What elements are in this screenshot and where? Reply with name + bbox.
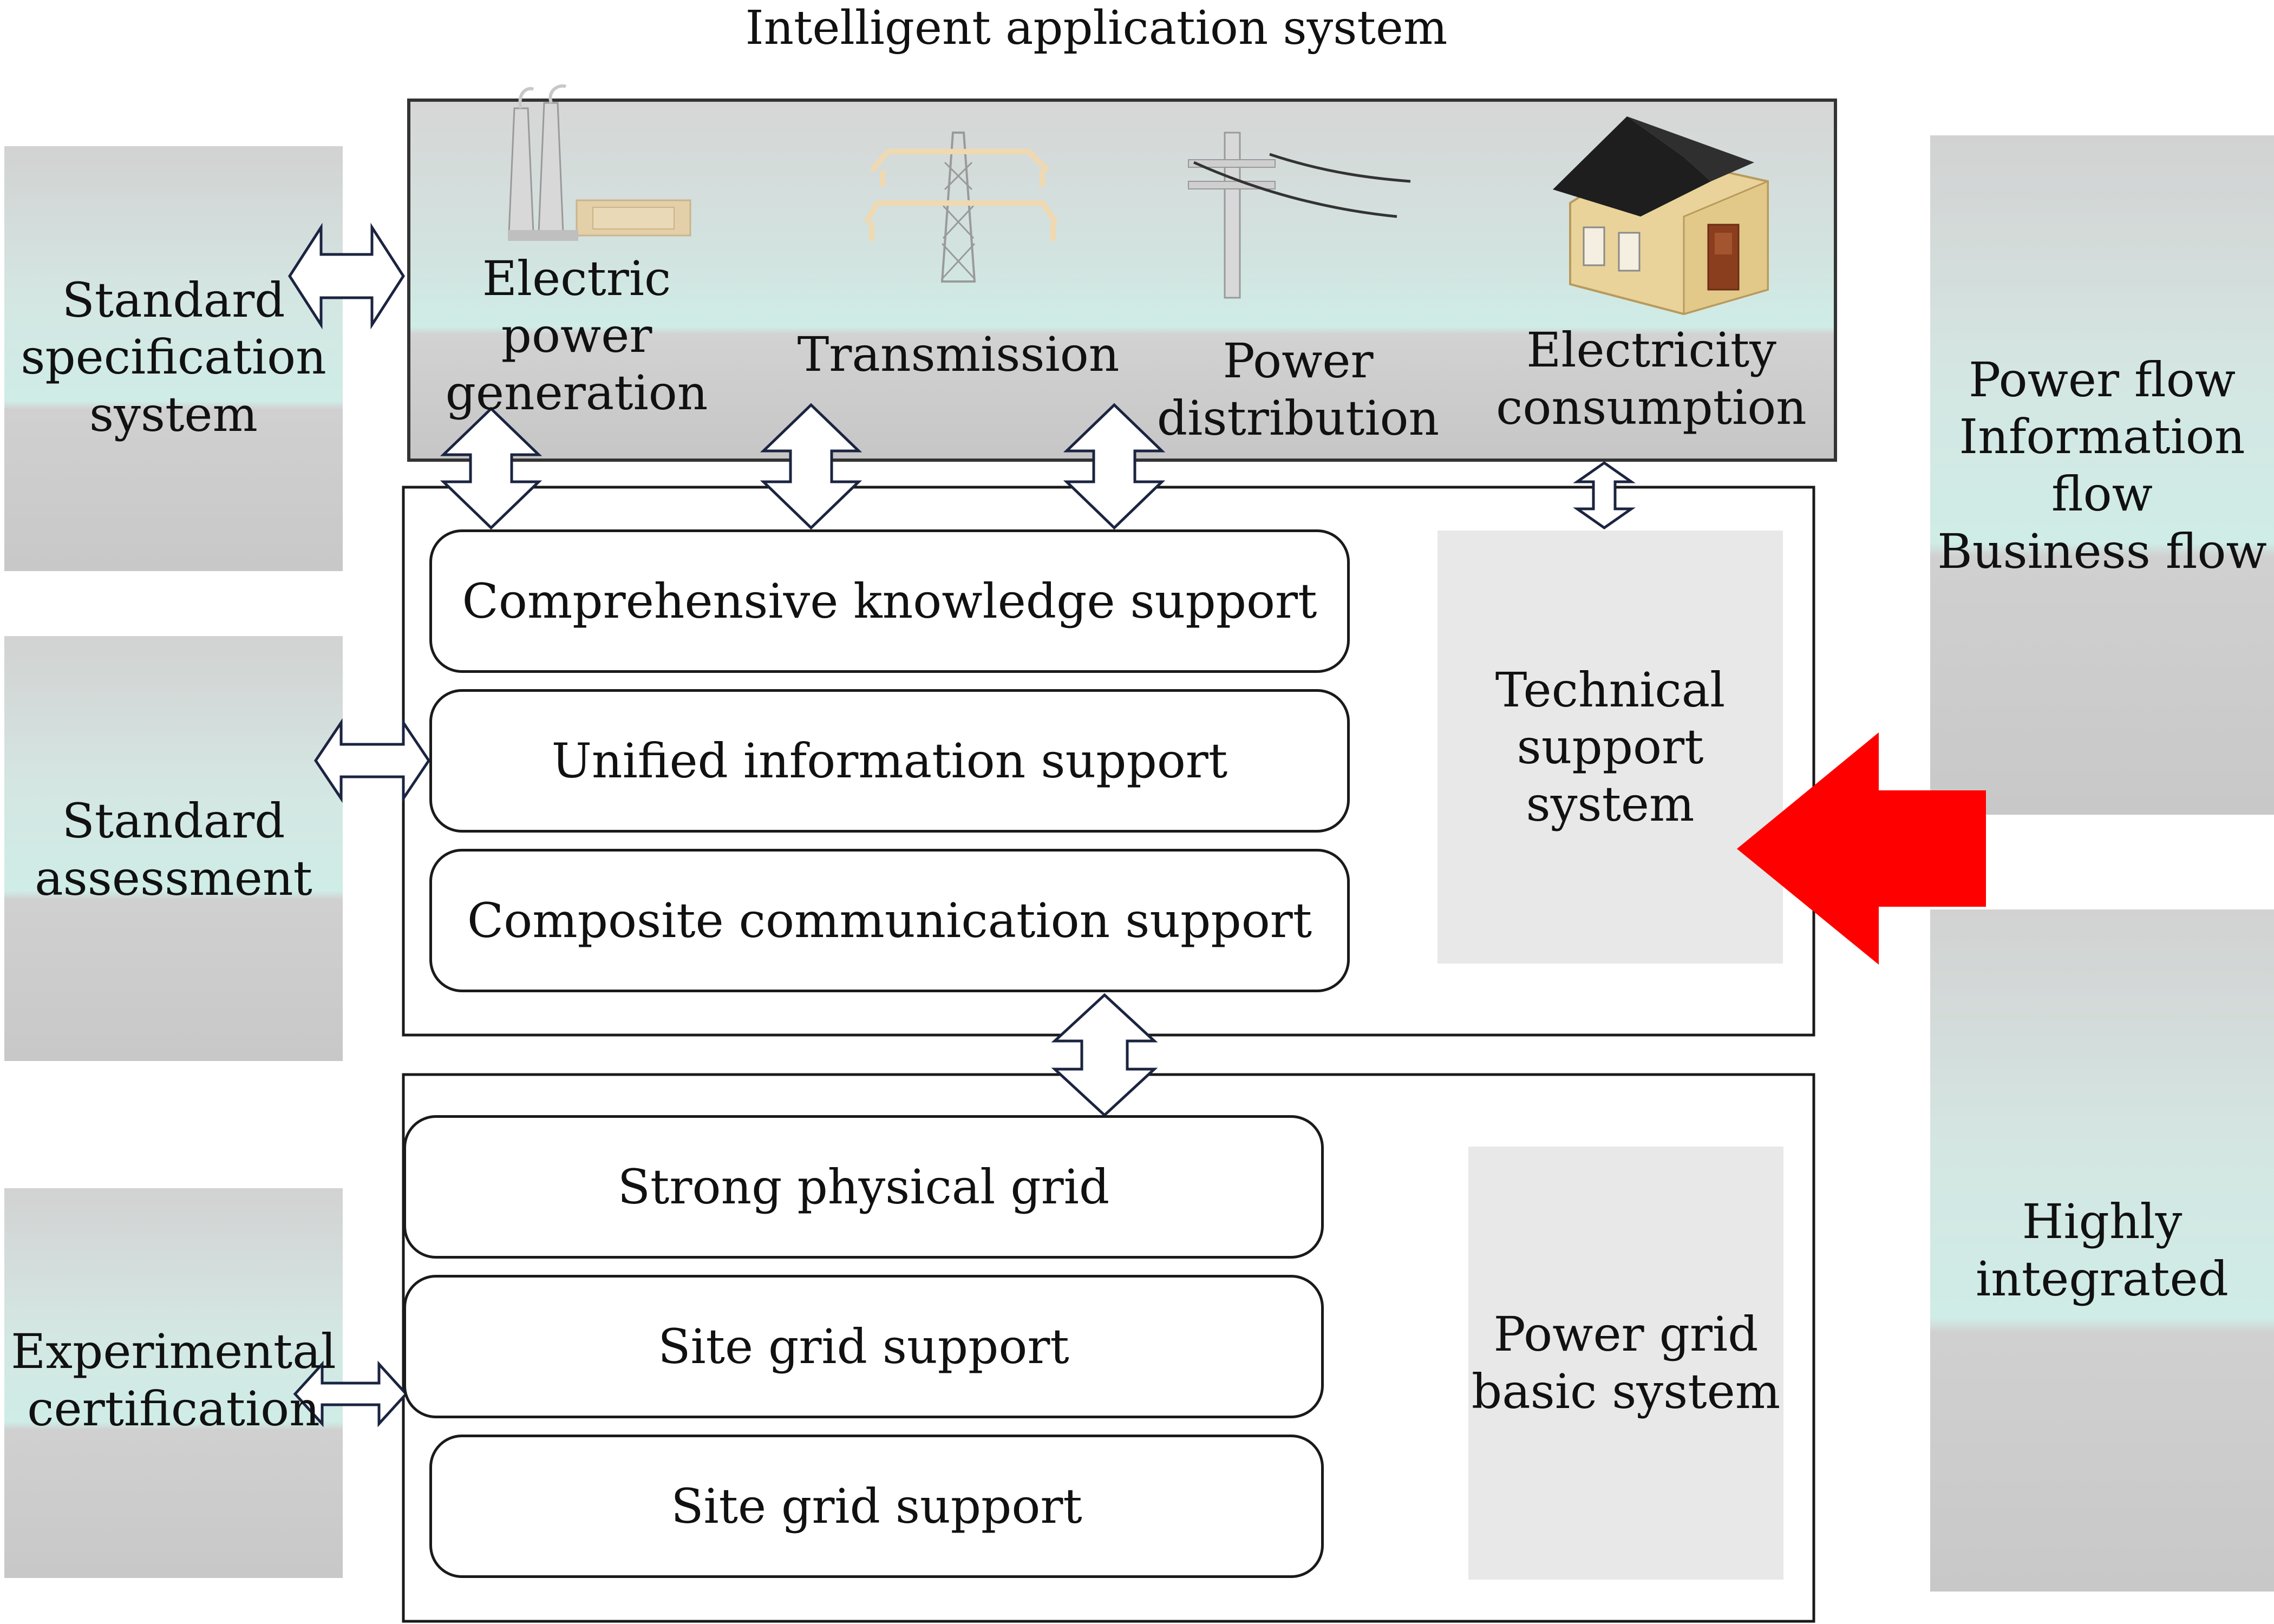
stage-generation-label: Electric power generation — [409, 251, 744, 421]
arrow-spec-to-app — [288, 222, 405, 330]
right-panel-flows — [1930, 135, 2274, 815]
arrow-distribution-to-support — [1063, 403, 1166, 530]
grid-basic-label-box — [1468, 1147, 1783, 1580]
site-grid-support-2-text: Site grid support — [671, 1478, 1082, 1534]
diagram-title: Intelligent application system — [650, 0, 1543, 57]
arrow-transmission-to-support — [760, 403, 862, 530]
strong-physical-grid: Strong physical grid — [403, 1115, 1324, 1259]
transmission-tower-icon — [864, 132, 1058, 283]
technical-support-label-box — [1437, 531, 1783, 964]
stage-generation-text: Electric power generation — [445, 250, 708, 421]
right-panel-highly-integrated — [1930, 909, 2274, 1592]
composite-communication-support-text: Composite communication support — [467, 893, 1312, 948]
standard-specification-text: Standard specification system — [21, 272, 326, 442]
diagram-title-text: Intelligent application system — [745, 1, 1448, 55]
arrow-assessment-to-support — [313, 718, 431, 803]
site-grid-support-2: Site grid support — [429, 1435, 1324, 1578]
standard-assessment-text: Standard assessment — [35, 793, 312, 906]
power-plant-icon — [508, 84, 691, 241]
stage-distribution-label: Power distribution — [1151, 325, 1446, 455]
standard-specification-label: Standard specification system — [4, 244, 343, 471]
stage-distribution-text: Power distribution — [1156, 333, 1440, 446]
standard-assessment-label: Standard assessment — [4, 769, 343, 931]
power-grid-basic-system-label: Power grid basic system — [1468, 1147, 1783, 1580]
experimental-certification-text: Experimental certification — [11, 1324, 336, 1437]
comprehensive-knowledge-support: Comprehensive knowledge support — [429, 529, 1350, 673]
composite-communication-support: Composite communication support — [429, 849, 1350, 992]
stage-consumption-label: Electricity consumption — [1484, 314, 1819, 444]
technical-support-system-text: Technical support system — [1495, 662, 1726, 832]
highly-integrated-text: Highly integrated — [1976, 1194, 2229, 1307]
utility-pole-icon — [1188, 132, 1411, 299]
site-grid-support-1-text: Site grid support — [658, 1319, 1069, 1374]
integration-big-arrow — [1737, 732, 1986, 965]
stage-transmission-text: Transmission — [797, 326, 1120, 383]
power-grid-basic-system-text: Power grid basic system — [1471, 1306, 1781, 1419]
flows-label: Power flow Information flow Business flo… — [1930, 325, 2274, 606]
left-panel-standard-assessment — [4, 636, 343, 1061]
house-icon — [1553, 116, 1769, 316]
stage-transmission-label: Transmission — [796, 319, 1121, 390]
left-panel-standard-specification — [4, 146, 343, 571]
flows-text: Power flow Information flow Business flo… — [1937, 351, 2267, 579]
technical-support-system-label: Technical support system — [1437, 531, 1783, 964]
arrow-generation-to-support — [440, 407, 543, 530]
highly-integrated-label: Highly integrated — [1930, 1169, 2274, 1332]
comprehensive-knowledge-support-text: Comprehensive knowledge support — [462, 573, 1317, 629]
experimental-certification-label: Experimental certification — [4, 1299, 343, 1462]
unified-information-support: Unified information support — [429, 689, 1350, 833]
unified-information-support-text: Unified information support — [551, 733, 1228, 789]
stage-consumption-text: Electricity consumption — [1496, 322, 1807, 435]
left-panel-experimental-certification — [4, 1188, 343, 1578]
site-grid-support-1: Site grid support — [403, 1275, 1324, 1418]
strong-physical-grid-text: Strong physical grid — [617, 1159, 1110, 1215]
arrow-consumption-to-support — [1573, 461, 1636, 530]
